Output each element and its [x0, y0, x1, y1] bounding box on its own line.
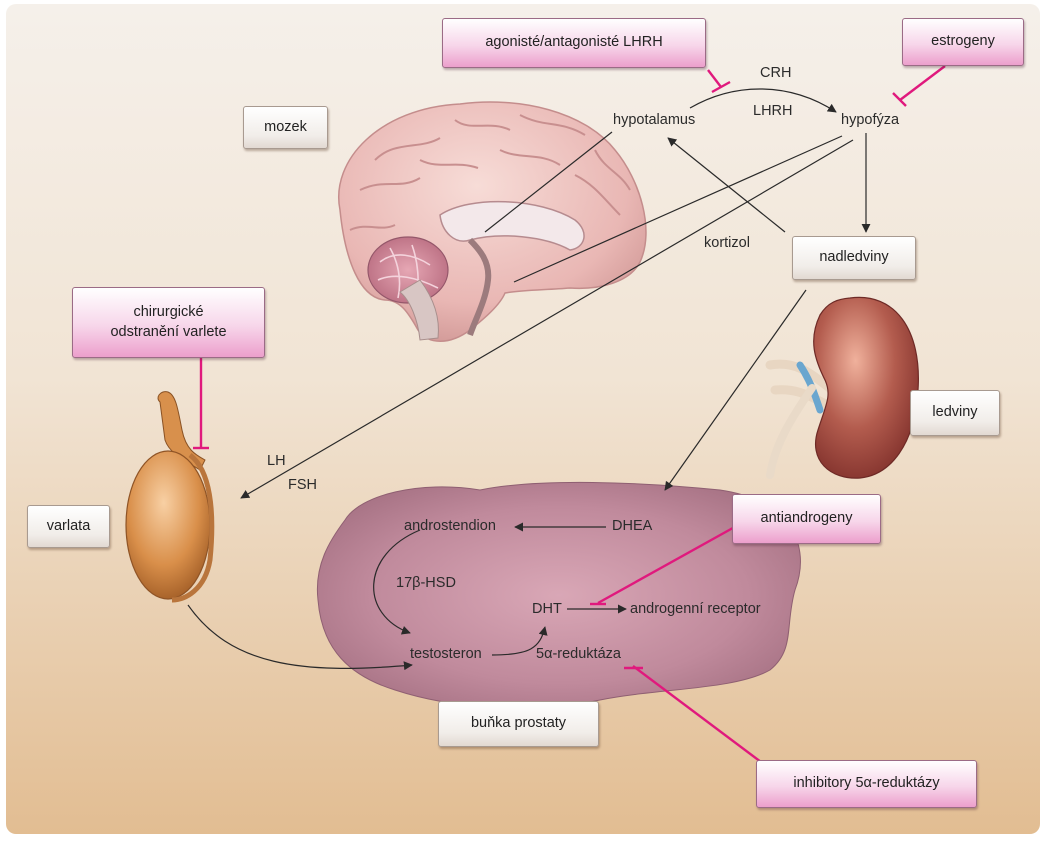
arrow-testes-to-testosterone: [187, 604, 413, 671]
arrow-adrenal-to-cell: [664, 289, 807, 491]
arrow-androstenedione-to-testosterone: [373, 529, 421, 635]
kidney-illustration: [765, 296, 919, 479]
kidney-box: ledviny: [910, 390, 1000, 436]
line-hypothalamus-to-brain: [484, 131, 613, 233]
lhrh-label: LHRH: [753, 103, 793, 119]
arrow-cortisol-feedback: [667, 137, 786, 233]
antiandrogens-box: antiandrogeny: [732, 494, 881, 544]
androstenedione-label: androstendion: [404, 518, 496, 534]
inhibit-antiandrogen-line: [597, 522, 741, 605]
cortisol-label: kortizol: [704, 235, 750, 251]
brain-box: mozek: [243, 106, 328, 149]
inhibit-reductase-line: [632, 665, 766, 766]
crh-label: CRH: [760, 65, 792, 81]
prostate-cell-shape: [316, 481, 801, 709]
hormone-arrows: [187, 88, 871, 671]
inhibit-lhrh-line: [707, 69, 722, 88]
inhibition-lines: [193, 65, 946, 766]
reductase-label: 5α-reduktáza: [536, 646, 621, 662]
arrow-testosterone-to-dht: [491, 626, 548, 656]
reductase-inhibitors-box: inhibitory 5α-reduktázy: [756, 760, 977, 808]
inhibit-lhrh-bar: [711, 80, 731, 94]
testis-illustration: [125, 391, 215, 603]
testes-box: varlata: [27, 505, 110, 548]
orchiectomy-box: chirurgické odstranění varlete: [72, 287, 265, 358]
hypothalamus-label: hypotalamus: [613, 112, 696, 128]
estrogens-box: estrogeny: [902, 18, 1024, 66]
pituitary-label: hypofýza: [841, 112, 900, 128]
fsh-label: FSH: [288, 477, 317, 493]
inhibit-estrogen-line: [899, 65, 946, 101]
testosterone-label: testosteron: [410, 646, 482, 662]
dht-label: DHT: [532, 601, 562, 617]
androgen-receptor-label: androgenní receptor: [630, 601, 761, 617]
dhea-label: DHEA: [612, 518, 653, 534]
brain-illustration: [338, 101, 647, 342]
line-pituitary-to-brain: [513, 135, 843, 283]
arrow-lh-fsh-to-testes: [240, 139, 854, 499]
prostate-cell-box: buňka prostaty: [438, 701, 599, 747]
arrow-hypothalamus-to-pituitary: [689, 88, 837, 113]
lh-label: LH: [267, 453, 286, 469]
lhrh-agonists-box: agonisté/antagonisté LHRH: [442, 18, 706, 68]
inhibit-estrogen-bar: [892, 92, 907, 107]
adrenal-box: nadledviny: [792, 236, 916, 280]
hsd-label: 17β-HSD: [396, 575, 456, 591]
